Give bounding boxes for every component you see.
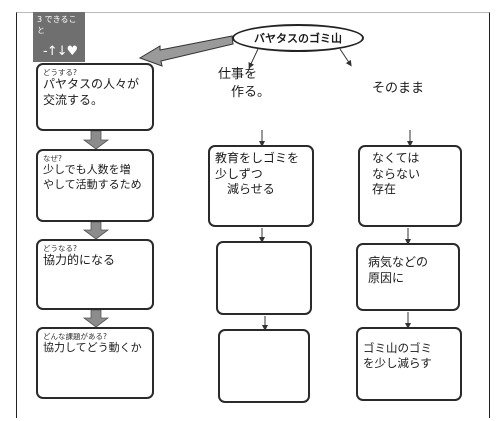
right-box-1-text: なくては ならない 存在 [372,151,421,197]
worksheet-frame [16,12,490,418]
title-to-left-arrow [138,35,234,67]
left-box-result-answer: 協力的になる [43,253,116,268]
left-arrow-1 [82,130,110,150]
topic-title: バヤタスのゴミ山 [232,24,364,52]
left-arrow-3 [82,309,110,328]
left-box-result-label: どうなる? [43,244,77,253]
right-box-3: ゴミ山のゴミ を少し減らす [356,327,462,401]
left-box-issue-label: どんな課題がある? [43,332,107,341]
right-box-3-text: ゴミ山のゴミ を少し減らす [363,341,432,370]
left-arrow-2 [82,221,110,240]
left-box-why: なぜ? 少しでも人数を増 やして活動するため [36,149,154,222]
right-box-2: 病気などの 原因に [356,243,460,311]
middle-top-text: 仕事を 作る。 [218,67,271,100]
title-to-right-arrow [339,48,352,67]
right-top-text: そのまま [372,81,425,96]
middle-box-1: 教育をしゴミを 少しずつ 減らせる [208,145,314,227]
right-box-2-text: 病気などの 原因に [368,255,429,285]
title-to-middle-arrow [248,48,259,69]
left-box-why-label: なぜ? [43,154,62,163]
left-box-how: どうする? パヤタスの人々が 交流する。 [36,63,154,131]
arrows-heart-icon: -↑↓♥ [43,44,78,59]
left-box-issue: どんな課題がある? 協力してどう動くか [36,327,154,399]
section-badge: 3 できること -↑↓♥ [33,12,85,62]
section-badge-label: 3 できること [37,15,77,35]
middle-box-1-text: 教育をしゴミを 少しずつ 減らせる [215,151,300,197]
left-box-result: どうなる? 協力的になる [36,239,154,310]
middle-box-3 [218,329,310,403]
left-box-why-answer: 少しでも人数を増 やして活動するため [43,163,142,191]
left-box-how-label: どうする? [43,68,77,77]
left-box-issue-answer: 協力してどう動くか [43,341,142,355]
right-box-1: なくては ならない 存在 [358,145,462,227]
left-box-how-answer: パヤタスの人々が 交流する。 [43,77,140,107]
middle-box-2 [216,241,312,315]
